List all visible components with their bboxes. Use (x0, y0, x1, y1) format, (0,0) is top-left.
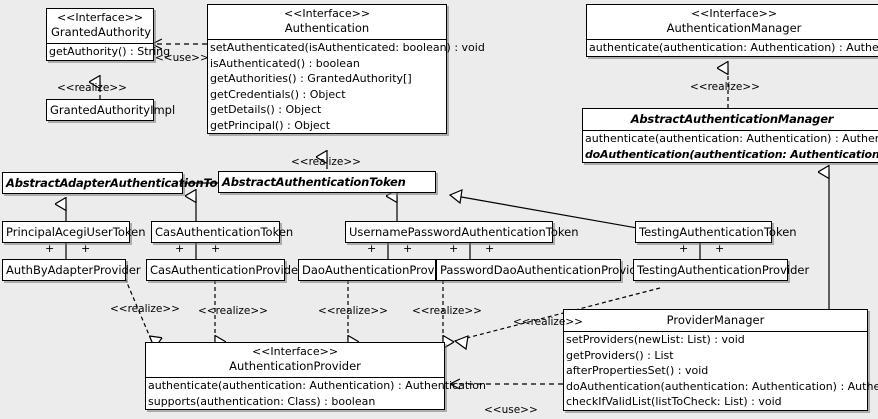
operation: getProviders() : List (566, 348, 674, 362)
operation: isAuthenticated() : boolean (210, 56, 360, 70)
class-authentication-provider[interactable]: <<Interface>> AuthenticationProvider aut… (145, 342, 486, 410)
multiplicity-marker: + (679, 242, 689, 255)
edge-label-use-provider-manager: <<use>> (484, 404, 538, 416)
operation: getCredentials() : Object (210, 87, 346, 101)
operation: supports(authentication: Class) : boolea… (148, 394, 376, 408)
multiplicity-marker: + (485, 242, 495, 255)
operation: afterPropertiesSet() : void (566, 364, 709, 377)
granted-authority-impl-name: GrantedAuthorityImpl (50, 103, 176, 117)
class-provider-manager[interactable]: ProviderManager setProviders(newList: Li… (563, 309, 878, 411)
authentication-manager-stereotype: <<Interface>> (690, 7, 778, 20)
operation: getDetails() : Object (210, 103, 322, 116)
class-cas-authentication-token[interactable]: CasAuthenticationToken (151, 221, 294, 243)
class-testing-authentication-token[interactable]: TestingAuthenticationToken (635, 221, 797, 243)
class-abstract-adapter-authentication-token[interactable]: AbstractAdapterAuthenticationToken (2, 172, 240, 194)
multiplicity-marker: + (175, 242, 185, 255)
edge-label-realize-testing: <<realize>> (513, 316, 583, 328)
operation: setProviders(newList: List) : void (566, 333, 745, 346)
class-authentication-manager[interactable]: <<Interface>> AuthenticationManager auth… (586, 4, 878, 57)
operation: getPrincipal() : Object (210, 118, 331, 132)
abstract-authentication-token-name: AbstractAuthenticationToken (222, 175, 406, 189)
multiplicity-marker: + (367, 242, 377, 255)
operation: getAuthorities() : GrantedAuthority[] (210, 72, 412, 85)
operation: authenticate(authentication: Authenticat… (148, 379, 486, 392)
provider-manager-name: ProviderManager (666, 313, 765, 327)
granted-authority-name: GrantedAuthority (51, 25, 152, 39)
testing-authentication-token-name: TestingAuthenticationToken (639, 225, 797, 239)
authentication-provider-name: AuthenticationProvider (229, 359, 361, 373)
class-authentication[interactable]: <<Interface>> Authentication setAuthenti… (207, 4, 485, 134)
class-username-password-authentication-token[interactable]: UsernamePasswordAuthenticationToken (345, 221, 579, 243)
operation: getAuthority() : String (49, 45, 171, 58)
authentication-manager-operations: authenticate(authentication: Authenticat… (587, 39, 878, 56)
edge-label-realize-password-dao: <<realize>> (412, 305, 482, 317)
authentication-provider-operations: authenticate(authentication: Authenticat… (146, 377, 486, 409)
authentication-header: <<Interface>> Authentication (208, 5, 446, 39)
operation: checkIfValidList(listToCheck: List) : vo… (566, 395, 782, 408)
class-dao-authentication-provider[interactable]: DaoAuthenticationProvider (298, 259, 457, 281)
class-password-dao-authentication-provider[interactable]: PasswordDaoAuthenticationProvider (436, 259, 649, 281)
authentication-name: Authentication (284, 21, 370, 35)
edge-label-realize-granted-authority-impl: <<realize>> (57, 82, 127, 94)
granted-authority-operations: getAuthority() : String (47, 43, 171, 60)
multiplicity-marker: + (211, 242, 221, 255)
class-abstract-authentication-token[interactable]: AbstractAuthenticationToken (218, 171, 436, 193)
principal-acegi-user-token-name: PrincipalAcegiUserToken (6, 225, 146, 239)
edge-label-realize-abstract-authentication-token: <<realize>> (291, 156, 361, 168)
authentication-stereotype: <<Interface>> (283, 7, 371, 20)
operation: authenticate(authentication: Authenticat… (589, 41, 878, 54)
authentication-provider-header: <<Interface>> AuthenticationProvider (146, 343, 444, 377)
operation: setAuthenticated(isAuthenticated: boolea… (210, 41, 485, 54)
authentication-manager-header: <<Interface>> AuthenticationManager (587, 5, 878, 39)
edge-label-realize-cas: <<realize>> (198, 305, 268, 317)
cas-authentication-provider-name: CasAuthenticationProvider (150, 263, 303, 277)
abstract-adapter-authentication-token-name: AbstractAdapterAuthenticationToken (6, 176, 240, 190)
auth-by-adapter-provider-name: AuthByAdapterProvider (6, 263, 141, 277)
username-password-authentication-token-name: UsernamePasswordAuthenticationToken (349, 225, 579, 239)
operation: doAuthentication(authentication: Authent… (585, 147, 878, 161)
operation: doAuthentication(authentication: Authent… (566, 379, 878, 393)
granted-authority-stereotype: <<Interface>> (56, 11, 144, 24)
edge-label-use-granted-authority: <<use>> (155, 52, 209, 64)
cas-authentication-token-name: CasAuthenticationToken (155, 225, 294, 239)
class-principal-acegi-user-token[interactable]: PrincipalAcegiUserToken (2, 221, 146, 243)
edge-label-realize-auth-by-adapter: <<realize>> (110, 303, 180, 315)
multiplicity-marker: + (449, 242, 459, 255)
class-auth-by-adapter-provider[interactable]: AuthByAdapterProvider (2, 259, 141, 281)
password-dao-authentication-provider-name: PasswordDaoAuthenticationProvider (440, 263, 649, 277)
class-abstract-authentication-manager[interactable]: AbstractAuthenticationManager authentica… (582, 108, 878, 163)
provider-manager-header: ProviderManager (564, 310, 867, 331)
dao-authentication-provider-name: DaoAuthenticationProvider (302, 263, 457, 277)
provider-manager-operations: setProviders(newList: List) : void getPr… (564, 331, 878, 410)
abstract-authentication-manager-header: AbstractAuthenticationManager (583, 109, 878, 130)
testing-authentication-provider-name: TestingAuthenticationProvider (637, 263, 810, 277)
granted-authority-header: <<Interface>> GrantedAuthority (47, 9, 153, 43)
class-cas-authentication-provider[interactable]: CasAuthenticationProvider (146, 259, 303, 281)
abstract-authentication-manager-operations: authenticate(authentication: Authenticat… (583, 130, 878, 162)
authentication-operations: setAuthenticated(isAuthenticated: boolea… (208, 39, 485, 133)
multiplicity-marker: + (45, 242, 55, 255)
multiplicity-marker: + (715, 242, 725, 255)
multiplicity-marker: + (403, 242, 413, 255)
authentication-provider-stereotype: <<Interface>> (251, 345, 339, 358)
operation: authenticate(authentication: Authenticat… (585, 132, 878, 145)
edge-label-realize-dao: <<realize>> (318, 305, 388, 317)
authentication-manager-name: AuthenticationManager (666, 21, 802, 35)
class-testing-authentication-provider[interactable]: TestingAuthenticationProvider (633, 259, 810, 281)
abstract-authentication-manager-name: AbstractAuthenticationManager (630, 112, 834, 126)
class-granted-authority[interactable]: <<Interface>> GrantedAuthority getAuthor… (46, 8, 171, 61)
multiplicity-marker: + (81, 242, 91, 255)
class-granted-authority-impl[interactable]: GrantedAuthorityImpl (46, 99, 176, 121)
edge-label-realize-abstract-authentication-manager: <<realize>> (690, 81, 760, 93)
